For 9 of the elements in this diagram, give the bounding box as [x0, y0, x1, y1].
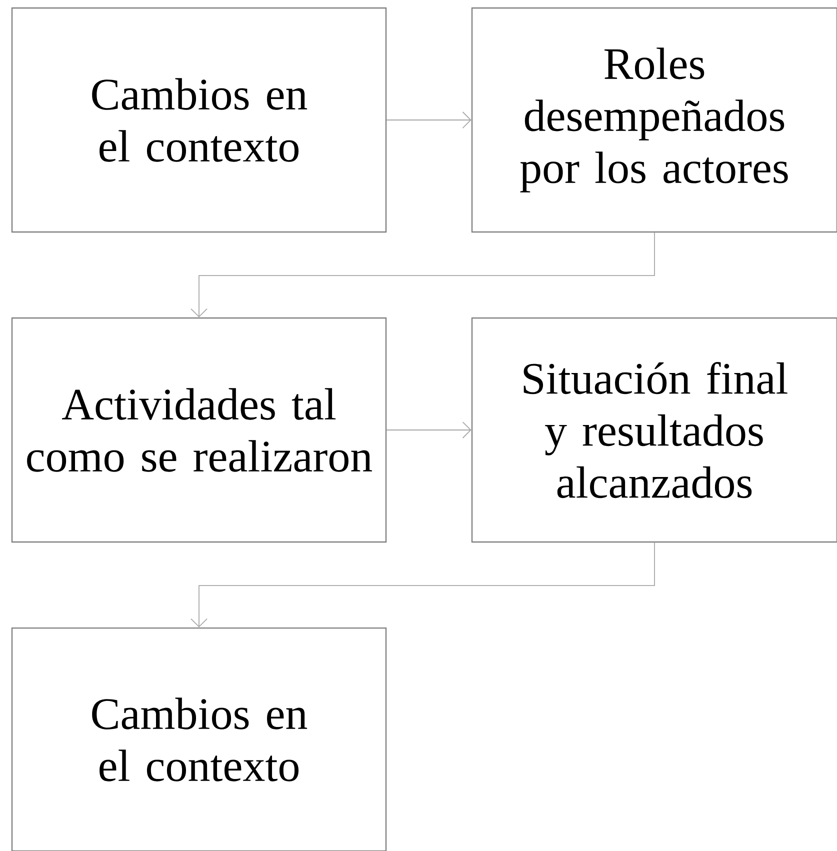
text-box: Actividades tal como se realizaron [11, 317, 387, 543]
text-box: Roles desempeñados por los actores [471, 7, 837, 233]
arrow [386, 422, 472, 438]
arrow [190, 232, 655, 318]
text-box: Cambios en el contexto [11, 627, 387, 851]
text-box: Situación final y resultados alcanzados [471, 317, 837, 543]
text-box: Cambios en el contexto [11, 7, 387, 233]
arrow [190, 542, 655, 628]
arrow [386, 112, 472, 128]
